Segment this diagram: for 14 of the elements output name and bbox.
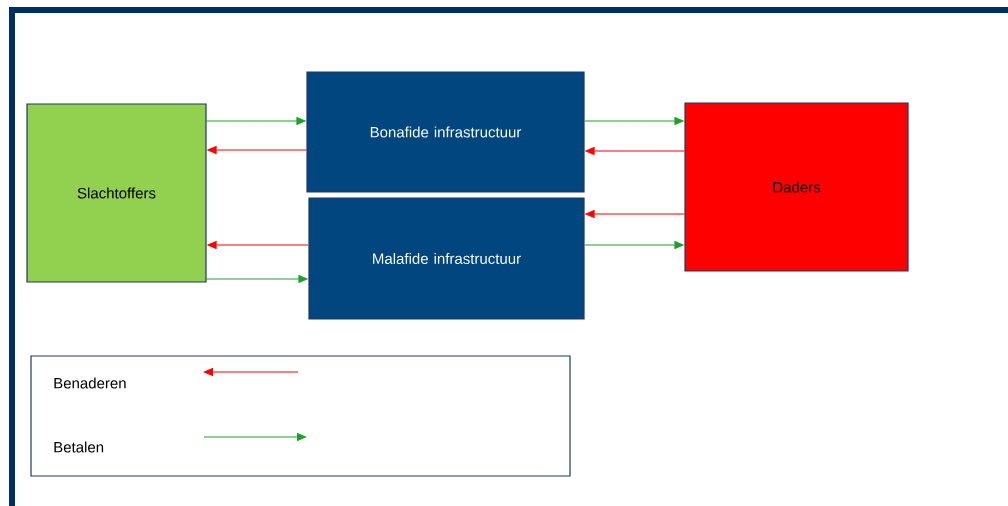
arrow [206,275,308,283]
arrow [207,146,307,154]
process-box: Slachtoffers [26,103,207,283]
legend-label: Benaderen [54,377,126,389]
process-box: Daders [684,102,909,272]
arrow [584,117,684,125]
arrow [585,210,685,218]
process-box: Malafide infrastructuur [308,197,585,320]
legend-label: Betalen [54,441,104,453]
arrow [585,147,685,155]
arrow [584,241,684,249]
arrow [206,117,306,125]
arrow [207,241,309,249]
process-box: Bonafide infrastructuur [306,71,585,193]
